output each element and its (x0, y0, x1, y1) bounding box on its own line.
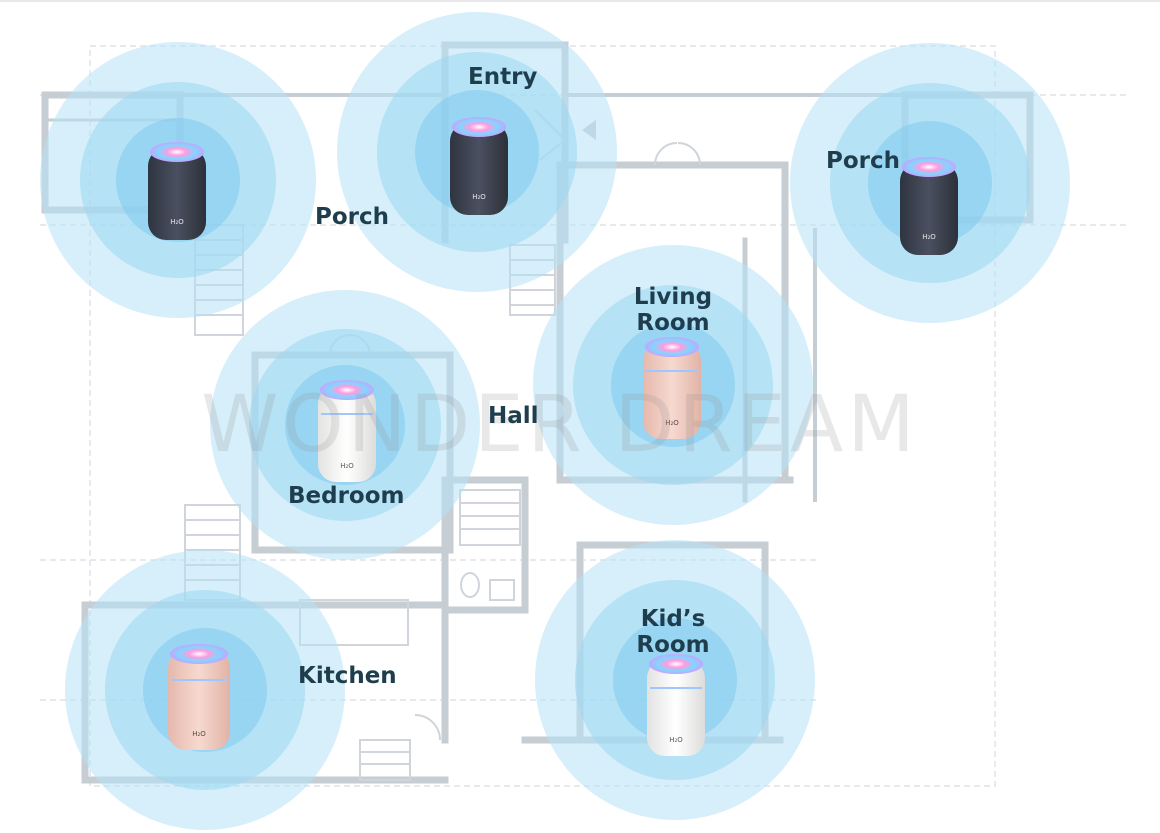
room-label-bedroom: Bedroom (288, 483, 405, 509)
room-label-living-room: Living Room (628, 284, 718, 336)
humidifier-porch-left: H₂O (148, 142, 206, 240)
svg-text:H₂O: H₂O (665, 419, 679, 427)
room-label-living-room-line2: Room (636, 310, 710, 336)
humidifier-entry: H₂O (450, 117, 508, 215)
svg-text:H₂O: H₂O (170, 218, 184, 226)
humidifier-kitchen: H₂O (168, 644, 230, 750)
room-label-porch-left: Porch (315, 204, 390, 230)
humidifier-kids-room: H₂O (647, 654, 705, 756)
humidifier-porch-right: H₂O (900, 157, 958, 255)
humidifiers: H₂O H₂O H₂O H₂O (148, 117, 958, 756)
room-label-kids-room-line2: Room (636, 632, 710, 658)
svg-text:H₂O: H₂O (472, 193, 486, 201)
humidifier-living-room: H₂O (643, 337, 701, 439)
room-label-porch-right: Porch (826, 148, 901, 174)
room-label-living-room-line1: Living (633, 284, 713, 310)
room-label-kitchen: Kitchen (298, 663, 397, 689)
svg-text:H₂O: H₂O (922, 233, 936, 241)
room-label-hall: Hall (488, 403, 539, 429)
svg-text:H₂O: H₂O (669, 736, 683, 744)
top-border (0, 0, 1160, 2)
room-label-kids-room: Kid’s Room (628, 606, 718, 658)
svg-text:H₂O: H₂O (340, 462, 354, 470)
room-label-entry: Entry (468, 64, 538, 90)
svg-text:H₂O: H₂O (192, 730, 206, 738)
humidifier-bedroom: H₂O (318, 380, 376, 482)
watermark: WONDER DREAM (201, 380, 919, 470)
room-label-kids-room-line1: Kid’s (640, 606, 706, 632)
